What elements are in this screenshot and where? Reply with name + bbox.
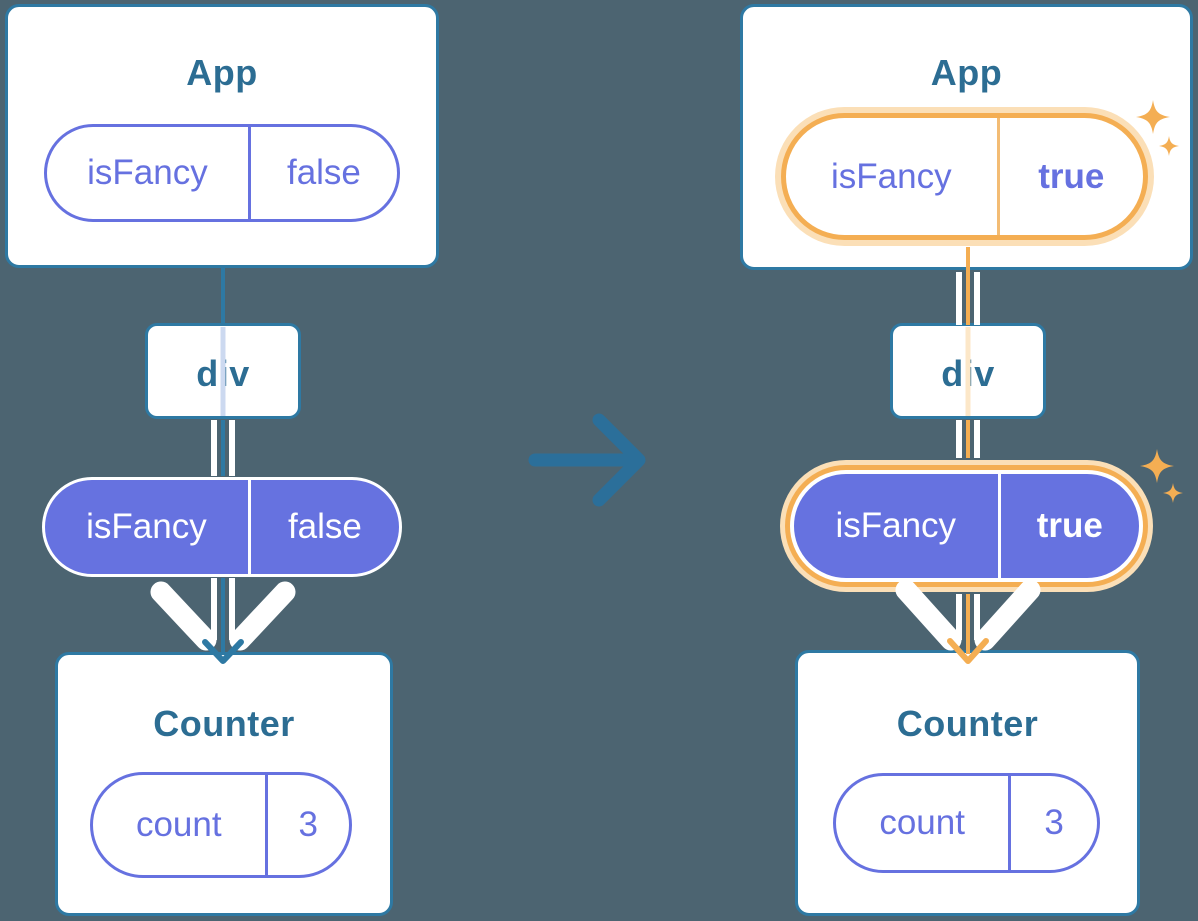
white-arrow-chevron: [895, 579, 1041, 651]
prop-value: true: [1036, 506, 1103, 545]
white-arrow-chevron: [150, 581, 296, 651]
pill-divider: [247, 480, 251, 574]
prop-value: false: [287, 507, 362, 546]
state-value: 3: [1044, 803, 1064, 842]
state-value: true: [1038, 156, 1105, 196]
transition-arrow-icon: [528, 413, 646, 507]
pill-divider: [264, 775, 268, 875]
pill-divider: [1008, 776, 1012, 870]
state-value: false: [286, 153, 361, 192]
sparkle-icon: [1159, 136, 1179, 156]
div-label: div: [196, 353, 250, 394]
counter-state-pill: count 3: [833, 773, 1100, 873]
state-name: isFancy: [831, 156, 952, 196]
props-pill-highlighted: isFancy true: [790, 470, 1143, 582]
counter-title: Counter: [896, 703, 1039, 744]
pill-divider: [247, 127, 251, 219]
counter-state-pill: count 3: [90, 772, 352, 878]
app-title: App: [930, 52, 1003, 93]
sparkle-icon: [1136, 100, 1170, 134]
sparkle-icon: [1140, 449, 1174, 483]
state-name: count: [135, 805, 222, 844]
state-name: count: [879, 803, 965, 842]
app-title: App: [186, 52, 258, 93]
pill-divider: [996, 118, 1000, 235]
prop-name: isFancy: [86, 507, 207, 546]
state-value: 3: [298, 805, 318, 844]
state-name: isFancy: [87, 153, 208, 192]
app-state-pill: isFancy false: [44, 124, 400, 222]
counter-title: Counter: [153, 703, 295, 744]
prop-name: isFancy: [835, 506, 957, 545]
props-pill: isFancy false: [42, 477, 402, 577]
diagram-before: App isFancy false div isFancy false Coun…: [0, 0, 452, 921]
app-state-pill-highlighted: isFancy true: [781, 113, 1148, 240]
diagram-after: App isFancy true div isFancy true Counte…: [740, 0, 1198, 921]
sparkle-icon: [1163, 483, 1183, 503]
pill-divider: [997, 474, 1001, 578]
div-label: div: [941, 353, 995, 394]
